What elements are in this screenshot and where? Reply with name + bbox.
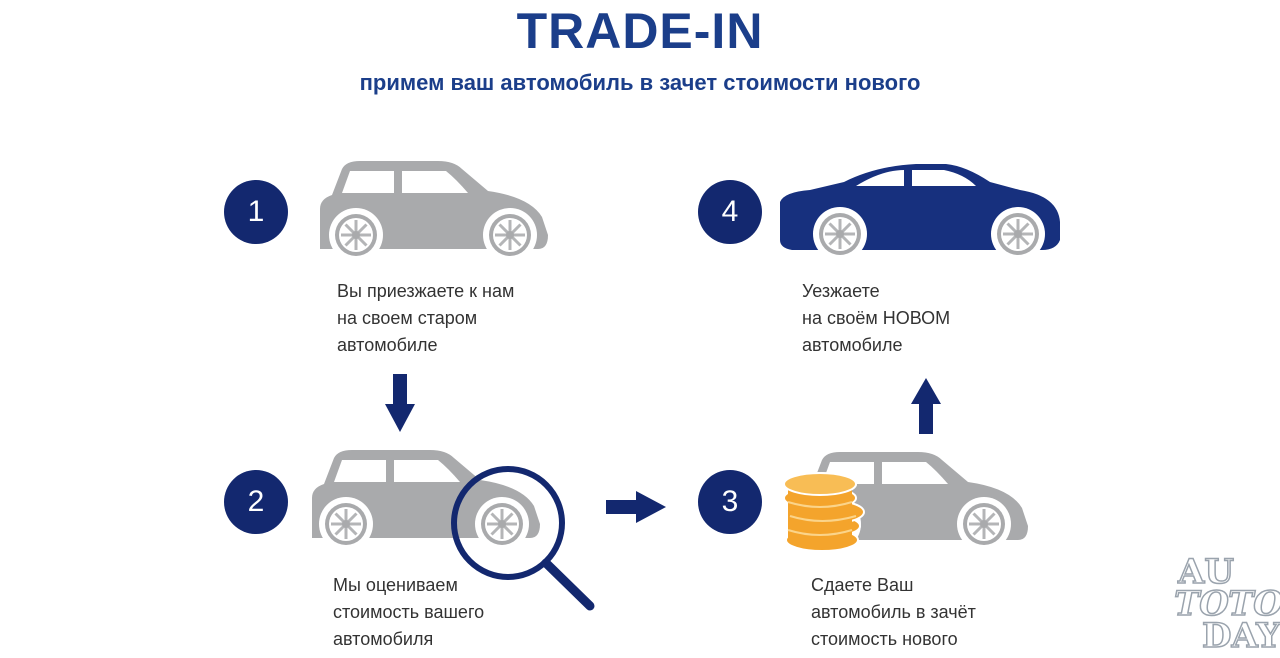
old-car-icon (312, 450, 540, 553)
arrow-down-icon (385, 374, 415, 432)
step-3-caption: Сдаете Ваш автомобиль в зачёт стоимость … (811, 572, 976, 653)
step-4-badge: 4 (698, 180, 762, 244)
step-1-caption: Вы приезжаете к нам на своем старом авто… (337, 278, 514, 359)
step-3-badge: 3 (698, 470, 762, 534)
caption-line: Сдаете Ваш (811, 575, 914, 595)
arrow-right-icon (606, 491, 666, 523)
autotoday-watermark-logo: AU TO TO DAY (1172, 551, 1280, 657)
caption-line: стоимость вашего (333, 602, 485, 622)
arrow-up-icon (911, 378, 941, 434)
caption-line: Уезжаете (802, 281, 880, 301)
watermark-text: TO (1173, 583, 1229, 625)
watermark-text: AU (1177, 551, 1235, 593)
step-4-caption: Уезжаете на своём НОВОМ автомобиле (802, 278, 950, 359)
old-car-icon (320, 161, 548, 264)
step-2-caption: Мы оцениваем стоимость вашего автомобиля (333, 572, 484, 653)
caption-line: автомобиля (333, 629, 434, 649)
caption-line: на своём НОВОМ (802, 308, 951, 328)
magnifier-icon (451, 466, 595, 611)
caption-line: автомобиль в зачёт (811, 602, 976, 622)
watermark-text: DAY (1201, 615, 1280, 657)
caption-line: на своем старом (337, 308, 478, 328)
caption-line: стоимость нового (811, 629, 958, 649)
page-subtitle: примем ваш автомобиль в зачет стоимости … (359, 70, 921, 95)
step-1-badge: 1 (224, 180, 288, 244)
watermark-text: TO (1227, 583, 1280, 625)
caption-line: Вы приезжаете к нам (337, 281, 515, 301)
step-2-badge: 2 (224, 470, 288, 534)
caption-line: автомобиле (802, 335, 903, 355)
page-title: TRADE-IN (516, 3, 764, 59)
caption-line: Мы оцениваем (333, 575, 458, 595)
caption-line: автомобиле (337, 335, 438, 355)
new-car-icon (780, 164, 1060, 263)
coins-icon (783, 472, 865, 552)
